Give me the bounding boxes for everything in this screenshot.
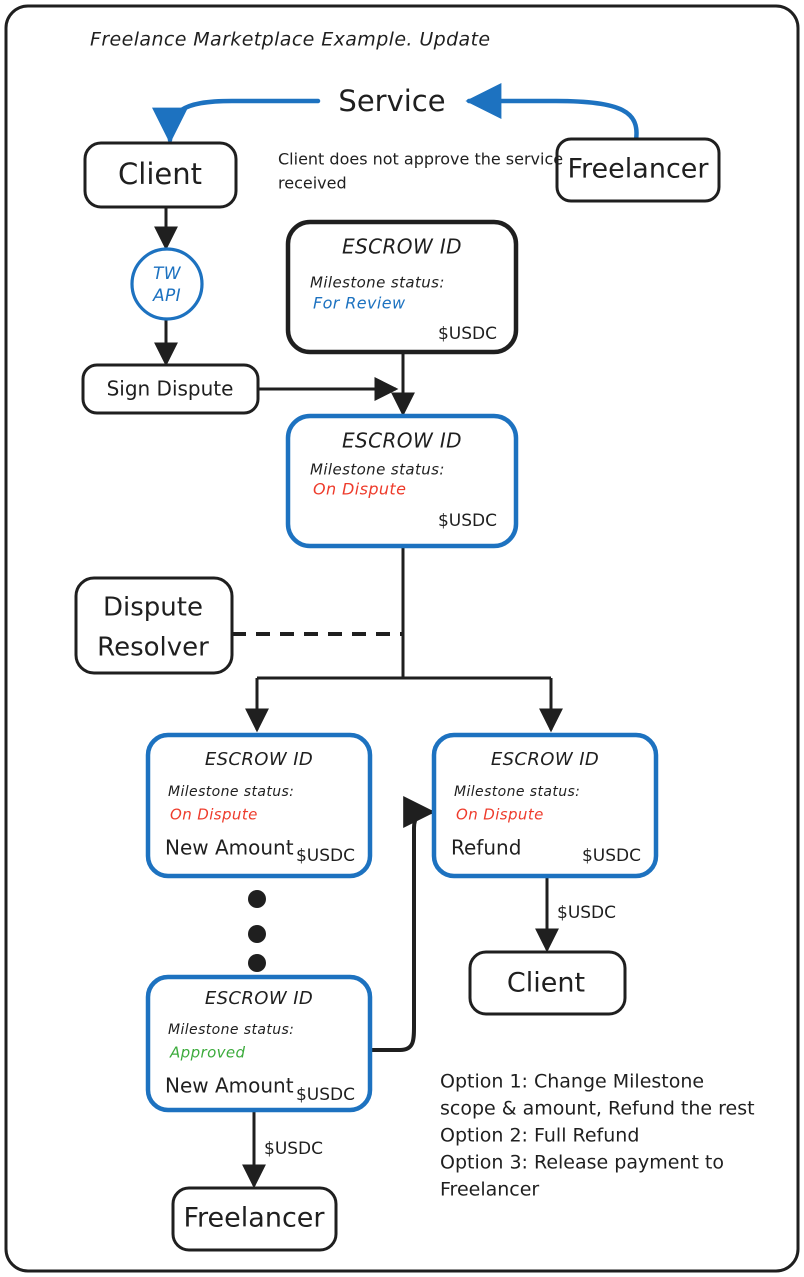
- edge-label-refund-to-client: $USDC: [557, 903, 616, 923]
- escrow-refund-status-value: On Dispute: [456, 806, 544, 824]
- tw-api-label-line2: API: [152, 286, 181, 306]
- escrow-refund-status-label: Milestone status:: [454, 784, 580, 800]
- escrow-on-dispute-main-amount: $USDC: [438, 511, 497, 531]
- escrow-on-dispute-main-status-value: On Dispute: [313, 480, 406, 499]
- service-arrow-from-freelancer: [465, 83, 639, 143]
- escrow-card-on-dispute-refund[interactable]: [431, 732, 659, 879]
- escrow-new-amount-status-label: Milestone status:: [168, 784, 294, 800]
- escrow-card-for-review[interactable]: [285, 219, 519, 355]
- escrow-for-review-amount: $USDC: [438, 324, 497, 344]
- escrow-approved-amount: $USDC: [296, 1085, 355, 1105]
- escrow-card-on-dispute-main[interactable]: [285, 413, 519, 549]
- node-client-bottom[interactable]: [468, 950, 627, 1016]
- escrow-approved-title: ESCROW ID: [205, 988, 313, 1009]
- escrow-for-review-status-label: Milestone status:: [310, 274, 445, 292]
- client-top-label: Client: [118, 157, 202, 191]
- escrow-new-amount-amount: $USDC: [296, 846, 355, 866]
- escrow-approved-status-label: Milestone status:: [168, 1022, 294, 1038]
- escrow-new-amount-status-value: On Dispute: [170, 806, 258, 824]
- ellipsis-dot: [248, 925, 266, 943]
- freelancer-bottom-label: Freelancer: [183, 1203, 325, 1234]
- escrow-on-dispute-main-status-label: Milestone status:: [310, 461, 445, 479]
- dispute-resolver-label-line1: Dispute: [103, 593, 203, 623]
- page-title: Freelance Marketplace Example. Update: [90, 29, 491, 51]
- node-freelancer-top[interactable]: [555, 137, 721, 203]
- escrow-for-review-title: ESCROW ID: [342, 235, 462, 259]
- node-sign-dispute[interactable]: [81, 363, 260, 415]
- escrow-approved-extra: New Amount: [165, 1074, 294, 1098]
- options-line-5: Freelancer: [440, 1179, 539, 1201]
- edge-label-approved-to-freelancer: $USDC: [264, 1139, 323, 1159]
- note-line-1: Client does not approve the service: [278, 150, 563, 169]
- dispute-resolver-label-line2: Resolver: [97, 633, 209, 663]
- escrow-for-review-status-value: For Review: [313, 294, 406, 313]
- sign-dispute-label: Sign Dispute: [107, 377, 234, 401]
- escrow-refund-title: ESCROW ID: [491, 749, 599, 770]
- escrow-new-amount-extra: New Amount: [165, 836, 294, 860]
- edge-approved-to-refund: [370, 796, 436, 1052]
- escrow-new-amount-title: ESCROW ID: [205, 749, 313, 770]
- escrow-card-on-dispute-new-amount[interactable]: [145, 732, 373, 879]
- freelancer-top-label: Freelancer: [567, 154, 709, 185]
- escrow-card-approved[interactable]: [145, 974, 373, 1113]
- node-freelancer-bottom[interactable]: [171, 1186, 338, 1252]
- options-line-3: Option 2: Full Refund: [440, 1125, 639, 1147]
- options-line-2: scope & amount, Refund the rest: [440, 1098, 755, 1120]
- escrow-approved-status-value: Approved: [169, 1044, 246, 1062]
- tw-api-label-line1: TW: [153, 264, 182, 284]
- node-tw-api[interactable]: [130, 247, 204, 321]
- ellipsis-dot: [248, 954, 266, 972]
- node-dispute-resolver[interactable]: [74, 576, 234, 675]
- note-line-2: received: [278, 174, 347, 193]
- options-line-1: Option 1: Change Milestone: [440, 1071, 704, 1093]
- ellipsis-dot: [248, 890, 266, 908]
- service-arrow-to-client: [152, 98, 321, 144]
- escrow-refund-extra: Refund: [451, 836, 521, 860]
- client-bottom-label: Client: [507, 968, 585, 999]
- options-line-4: Option 3: Release payment to: [440, 1152, 724, 1174]
- escrow-on-dispute-main-title: ESCROW ID: [342, 429, 462, 453]
- escrow-refund-amount: $USDC: [582, 846, 641, 866]
- service-label: Service: [338, 84, 445, 118]
- node-client-top[interactable]: [83, 141, 238, 209]
